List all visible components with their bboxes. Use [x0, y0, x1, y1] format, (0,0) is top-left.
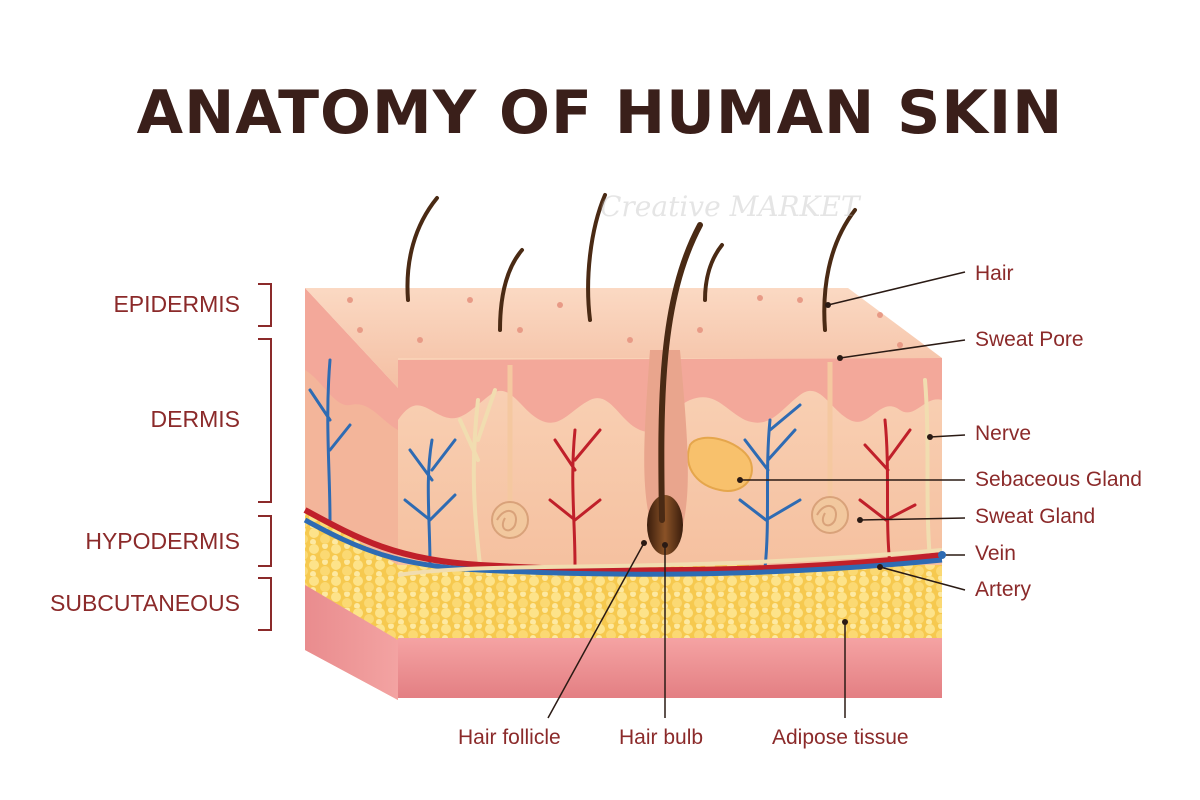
label-epidermis: EPIDERMIS — [113, 291, 240, 317]
hair-bulb — [647, 495, 683, 555]
bracket-hypodermis — [258, 515, 272, 567]
side-subcutaneous — [305, 585, 398, 700]
nerves — [458, 378, 932, 567]
label-sweat-gland: Sweat Gland — [975, 505, 1096, 528]
nerve-vessel — [397, 548, 943, 577]
skin-block — [303, 193, 943, 700]
label-subcutaneous: SUBCUTANEOUS — [50, 590, 240, 616]
label-nerve: Nerve — [975, 422, 1032, 445]
label-sebaceous-gland: Sebaceous Gland — [975, 468, 1142, 491]
leader-lines — [547, 271, 966, 719]
leader-nerve — [929, 434, 966, 438]
sweat-glands — [491, 362, 849, 539]
arteries — [548, 418, 917, 567]
leader-sweat-pore — [839, 339, 966, 359]
leader-hair — [827, 271, 966, 306]
label-artery: Artery — [975, 578, 1032, 601]
label-adipose-tissue: Adipose tissue — [772, 726, 909, 749]
leader-hair-follicle — [547, 542, 645, 719]
fat-front — [398, 565, 942, 640]
subcutaneous-front — [398, 638, 942, 698]
hair-follicle — [644, 350, 688, 539]
label-vein: Vein — [975, 542, 1016, 565]
bracket-epidermis — [258, 283, 272, 327]
veins — [308, 358, 802, 570]
vein-vessel — [303, 517, 943, 577]
layer-brackets — [258, 283, 272, 631]
hairs — [405, 193, 857, 523]
label-hypodermis: HYPODERMIS — [85, 528, 240, 554]
sebaceous-gland — [687, 436, 753, 492]
label-sweat-pore: Sweat Pore — [975, 328, 1084, 351]
side-fat — [305, 510, 398, 640]
bracket-dermis — [258, 338, 272, 503]
page-title: ANATOMY OF HUMAN SKIN — [136, 78, 1064, 148]
watermark: Creative MARKET — [600, 190, 860, 223]
leader-artery — [879, 566, 966, 591]
bracket-subcutaneous — [258, 577, 272, 631]
sweat-pores — [347, 295, 903, 348]
side-epidermis — [305, 288, 398, 430]
label-dermis: DERMIS — [150, 406, 240, 432]
leader-dots — [641, 302, 946, 625]
label-hair-follicle: Hair follicle — [458, 726, 561, 749]
label-hair: Hair — [975, 262, 1014, 285]
leader-sweat-gland — [859, 517, 966, 521]
label-hair-bulb: Hair bulb — [619, 726, 704, 749]
